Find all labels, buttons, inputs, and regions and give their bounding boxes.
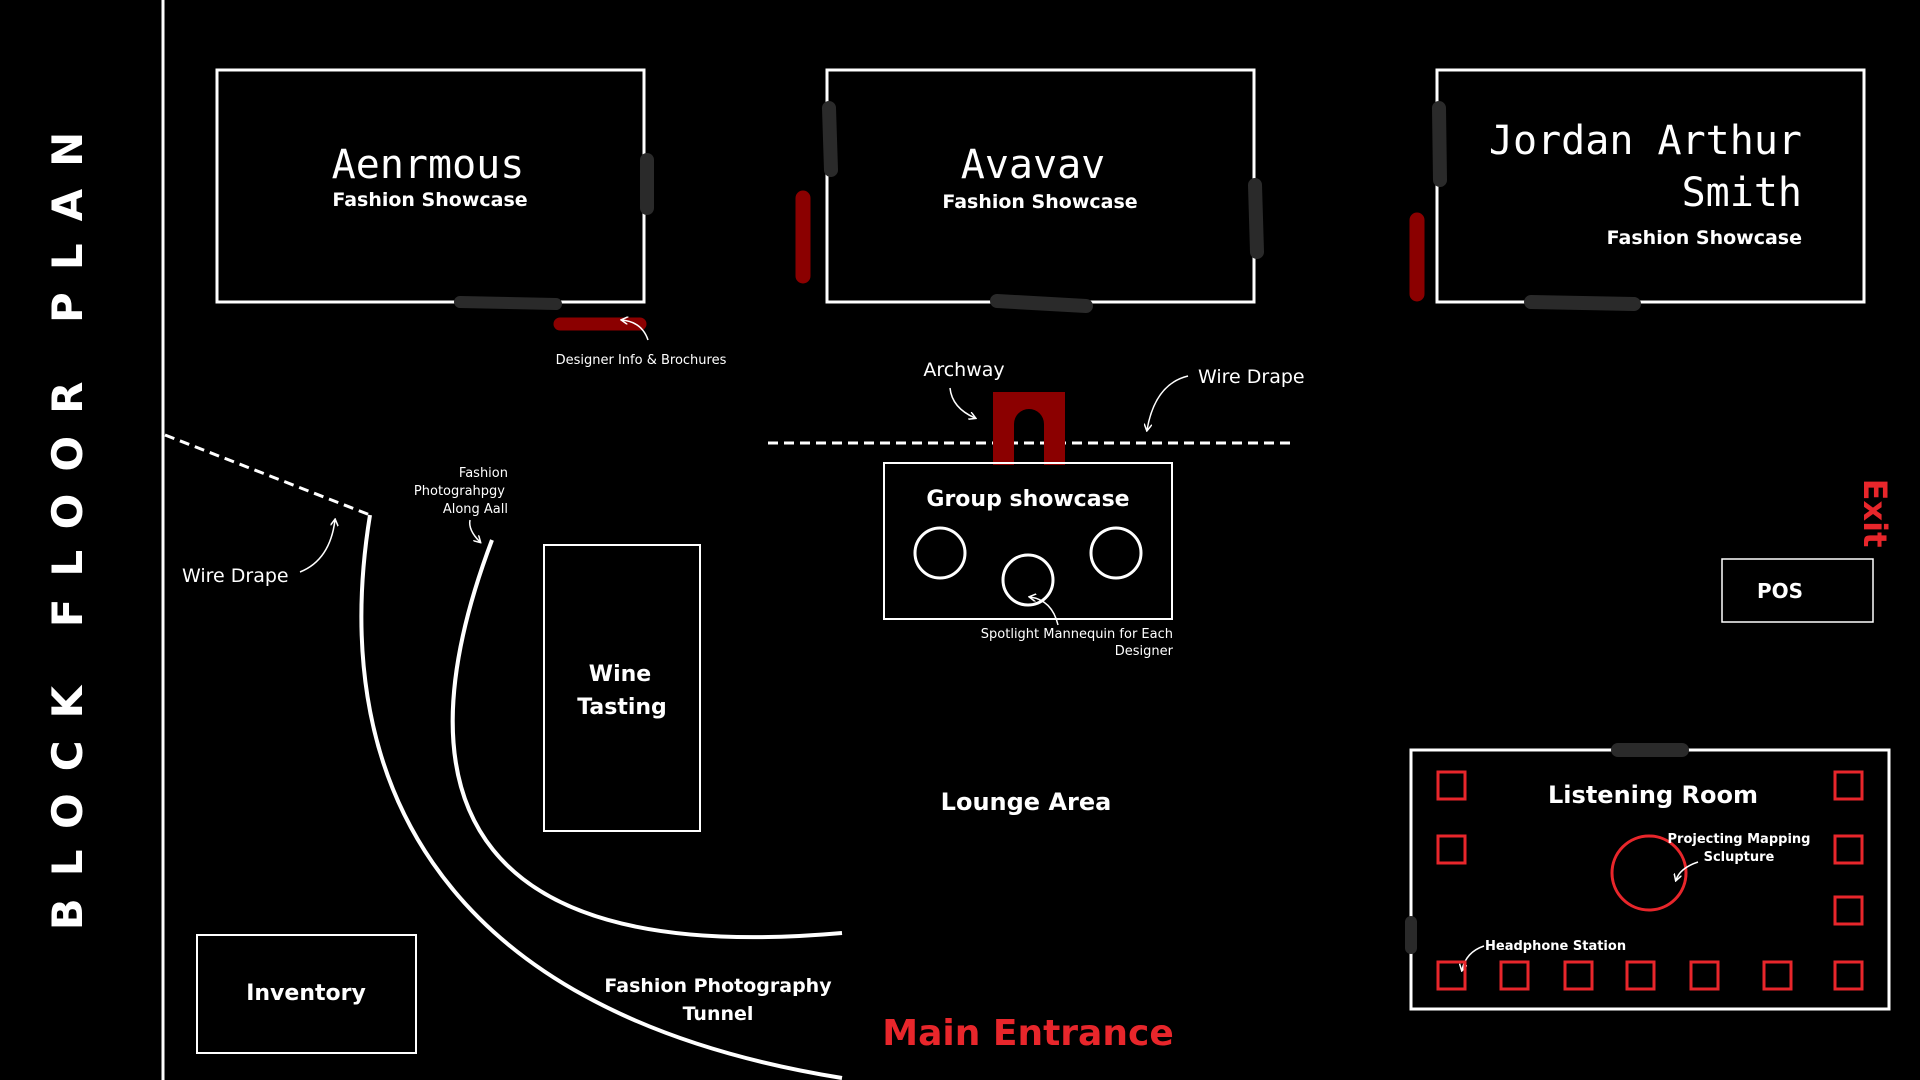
headphone-arrow <box>1462 945 1485 970</box>
photography-tunnel: Fashion Photograhpgy Along Aall Fashion … <box>359 466 843 1080</box>
wire-drape-top-label: Wire Drape <box>1198 366 1305 388</box>
spotlight-arrow <box>1030 597 1059 626</box>
group-showcase-label: Group showcase <box>926 487 1129 512</box>
showcase-jordan-arthur-smith: Jordan Arthur Smith Fashion Showcase <box>1409 68 1866 311</box>
headphone-station <box>1833 834 1864 865</box>
drape-left <box>1432 101 1447 187</box>
inventory-room <box>196 934 417 1054</box>
wire-drape-dashed <box>164 433 371 517</box>
group-showcase-stage <box>883 462 1173 620</box>
lounge-label: Lounge Area <box>941 788 1112 816</box>
showcase-name-line2: Smith <box>1682 170 1802 216</box>
archway <box>993 392 1065 465</box>
pos-counter <box>1721 558 1874 623</box>
drape-right <box>1248 178 1264 259</box>
showcase-name: Avavav <box>961 142 1106 188</box>
drape-left <box>822 101 838 177</box>
exit-label: Exit <box>1856 479 1894 548</box>
wine-label-line1: Wine <box>589 662 651 687</box>
drape-bottom <box>454 296 562 310</box>
drape-bottom <box>1524 295 1641 311</box>
drape-bottom <box>990 294 1093 313</box>
showcase-avavav: Avavav Fashion Showcase <box>795 68 1264 313</box>
inventory-label: Inventory <box>246 981 366 1006</box>
wire-drape-left-label: Wire Drape <box>182 565 289 587</box>
archway-area: Archway Wire Drape <box>768 359 1305 465</box>
mannequin-left <box>913 526 967 580</box>
spotlight-label-line1: Spotlight Mannequin for Each <box>981 627 1173 642</box>
spotlight-label-line2: Designer <box>1115 644 1174 659</box>
headphone-station <box>1436 770 1467 801</box>
projection-sculpture <box>1610 834 1688 912</box>
pos-label: POS <box>1757 579 1803 603</box>
fashion-wall-label-line2: Photograhpgy <box>414 484 505 499</box>
showcase-subtitle: Fashion Showcase <box>942 191 1137 213</box>
wire-drape-top-arrow <box>1147 375 1189 430</box>
archway-label: Archway <box>923 359 1004 381</box>
archway-arrow <box>949 387 975 418</box>
headphone-station <box>1563 960 1594 991</box>
showcase-name: Aenrmous <box>332 142 525 188</box>
showcase-subtitle: Fashion Showcase <box>332 189 527 211</box>
tunnel-inner-wall <box>450 539 843 940</box>
tunnel-label-line1: Fashion Photography <box>604 975 832 997</box>
headphone-station-label: Headphone Station <box>1485 939 1626 954</box>
main-entrance-label: Main Entrance <box>882 1013 1173 1054</box>
headphone-station <box>1625 960 1656 991</box>
inventory: Inventory <box>196 934 417 1054</box>
projecting-label-line2: Sclupture <box>1704 850 1775 865</box>
mannequin-center <box>1001 553 1055 607</box>
pos: POS <box>1721 558 1874 623</box>
headphone-station <box>1833 770 1864 801</box>
headphone-station <box>1833 960 1864 991</box>
wine-tasting-table <box>543 544 701 832</box>
wire-drape-left-arrow <box>299 520 335 573</box>
listening-room-label: Listening Room <box>1548 781 1758 809</box>
listening-room: Listening Room Projecting Mapping Sclupt… <box>1405 743 1891 1011</box>
tunnel-label-line2: Tunnel <box>683 1003 754 1025</box>
headphone-station <box>1762 960 1793 991</box>
left-wire-drape: Wire Drape <box>164 433 371 587</box>
plan-title: BLOCK FLOOR PLAN <box>43 110 92 931</box>
fashion-wall-arrow <box>468 519 480 542</box>
fashion-wall-label-line1: Fashion <box>459 466 508 481</box>
headphone-station <box>1499 960 1530 991</box>
group-showcase: Group showcase Spotlight Mannequin for E… <box>883 462 1174 659</box>
info-arrow <box>622 320 649 341</box>
headphone-station <box>1689 960 1720 991</box>
showcase-subtitle: Fashion Showcase <box>1607 227 1802 249</box>
fashion-wall-label-line3: Along Aall <box>443 502 508 517</box>
designer-info-label: Designer Info & Brochures <box>556 353 727 368</box>
showcase-name-line1: Jordan Arthur <box>1489 118 1802 164</box>
mannequin-right <box>1089 526 1143 580</box>
headphone-station <box>1833 895 1864 926</box>
headphone-station <box>1436 960 1467 991</box>
showcase-aenrmous: Aenrmous Fashion Showcase Designer Info … <box>215 68 727 368</box>
tunnel-outer-wall <box>359 514 843 1080</box>
projecting-label-line1: Projecting Mapping <box>1668 832 1811 847</box>
projecting-arrow <box>1676 861 1699 880</box>
headphone-station <box>1436 834 1467 865</box>
wine-label-line2: Tasting <box>577 695 667 720</box>
wine-tasting: Wine Tasting <box>543 544 701 832</box>
